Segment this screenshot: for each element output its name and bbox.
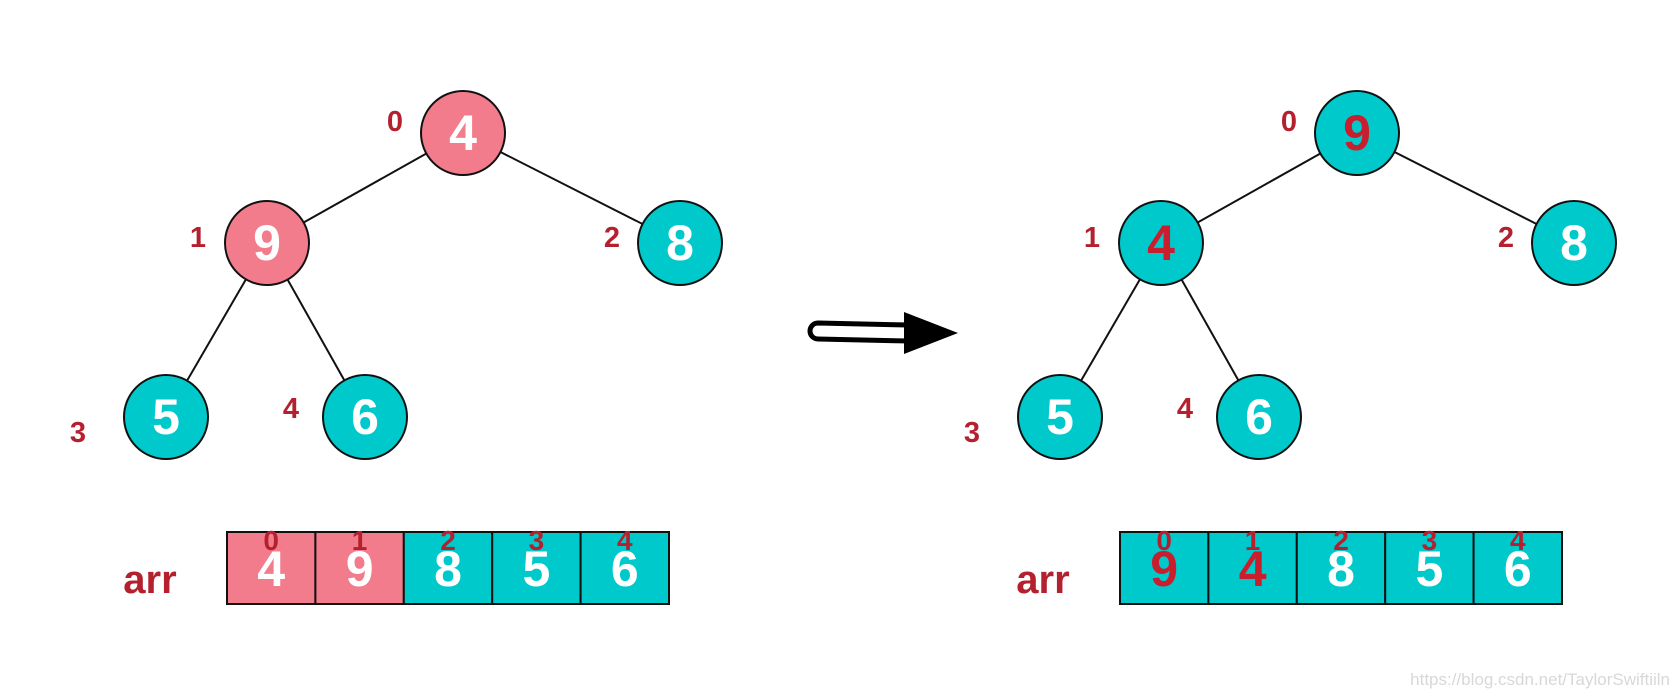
tree-node: 90 (1281, 90, 1400, 176)
node-value: 9 (253, 215, 281, 271)
array-cell-box (1207, 531, 1298, 605)
array-index-label: 3 (529, 525, 545, 556)
array-label: arr (1016, 558, 1069, 602)
arrow-head (904, 312, 958, 354)
node-value: 5 (1046, 389, 1074, 445)
node-value: 9 (1343, 105, 1371, 161)
tree-node: 64 (283, 374, 408, 460)
tree-edge (500, 151, 643, 225)
array-cell: 82 (402, 525, 494, 605)
node-value: 6 (351, 389, 379, 445)
node-index-label: 0 (1281, 106, 1297, 138)
node-value: 4 (1147, 215, 1175, 271)
array-index-label: 1 (1245, 525, 1261, 556)
tree-edge (303, 152, 427, 224)
tree-node: 53 (70, 374, 209, 460)
array-cell: 64 (579, 525, 670, 605)
array-cell-box (1119, 531, 1210, 605)
node-circle (123, 374, 209, 460)
node-index-label: 2 (1498, 222, 1514, 254)
arrow-shaft (807, 320, 911, 344)
array-cell-box (579, 531, 670, 605)
node-index-label: 1 (1084, 222, 1100, 254)
node-circle (1314, 90, 1400, 176)
array-index-label: 0 (1156, 525, 1172, 556)
node-index-label: 2 (604, 222, 620, 254)
watermark: https://blog.csdn.net/TaylorSwiftiiln (1410, 670, 1670, 689)
array-cell-value: 5 (1415, 541, 1443, 597)
node-index-label: 4 (1177, 393, 1193, 425)
array-cell-value: 6 (611, 541, 639, 597)
array-cell: 53 (491, 525, 582, 605)
array-cell: 91 (314, 525, 405, 605)
node-index-label: 0 (387, 106, 403, 138)
array-cell-box (1384, 531, 1475, 605)
tree-edge (1394, 151, 1537, 225)
array-cell-value: 8 (1327, 541, 1355, 597)
array-cell-value: 4 (1239, 541, 1267, 597)
tree-node: 41 (1084, 200, 1204, 286)
tree-edge (1080, 278, 1141, 382)
array-cell-box (491, 531, 582, 605)
node-index-label: 3 (70, 417, 86, 449)
tree-node: 82 (1498, 200, 1617, 286)
array-cell-value: 9 (346, 541, 374, 597)
array-cell-box (1295, 531, 1387, 605)
array-cell: 40 (226, 525, 317, 605)
node-circle (1531, 200, 1617, 286)
array-label: arr (123, 558, 176, 602)
array-cell: 53 (1384, 525, 1475, 605)
tree-node: 82 (604, 200, 723, 286)
node-circle (1118, 200, 1204, 286)
transform-arrow (807, 312, 958, 354)
array-cell-value: 8 (434, 541, 462, 597)
array-index-label: 4 (1510, 525, 1526, 556)
node-index-label: 1 (190, 222, 206, 254)
node-circle (1017, 374, 1103, 460)
array-cell-value: 9 (1150, 541, 1178, 597)
array-cell-value: 6 (1504, 541, 1532, 597)
array-cell: 82 (1295, 525, 1387, 605)
node-value: 6 (1245, 389, 1273, 445)
array-cell: 64 (1472, 525, 1563, 605)
tree-edge (1180, 279, 1240, 381)
tree-edge (186, 278, 247, 382)
array-index-label: 2 (1333, 525, 1349, 556)
node-value: 8 (1560, 215, 1588, 271)
node-circle (1216, 374, 1302, 460)
tree-node: 40 (387, 90, 506, 176)
array-index-label: 0 (263, 525, 279, 556)
node-circle (322, 374, 408, 460)
array-index-label: 2 (440, 525, 456, 556)
array-index-label: 1 (352, 525, 368, 556)
tree-edge (1197, 152, 1321, 224)
array-cell: 90 (1119, 525, 1210, 605)
node-circle (224, 200, 310, 286)
array-cell-value: 5 (522, 541, 550, 597)
node-index-label: 4 (283, 393, 299, 425)
array-cell: 41 (1207, 525, 1298, 605)
tree-node: 91 (190, 200, 310, 286)
node-circle (637, 200, 723, 286)
node-circle (420, 90, 506, 176)
array-cell-box (1472, 531, 1563, 605)
tree-edge (286, 279, 346, 381)
array-index-label: 3 (1422, 525, 1438, 556)
node-index-label: 3 (964, 417, 980, 449)
tree-node: 53 (964, 374, 1103, 460)
array-cell-value: 4 (257, 541, 285, 597)
node-value: 5 (152, 389, 180, 445)
array-index-label: 4 (617, 525, 633, 556)
tree-node: 64 (1177, 374, 1302, 460)
node-value: 4 (449, 105, 477, 161)
node-value: 8 (666, 215, 694, 271)
